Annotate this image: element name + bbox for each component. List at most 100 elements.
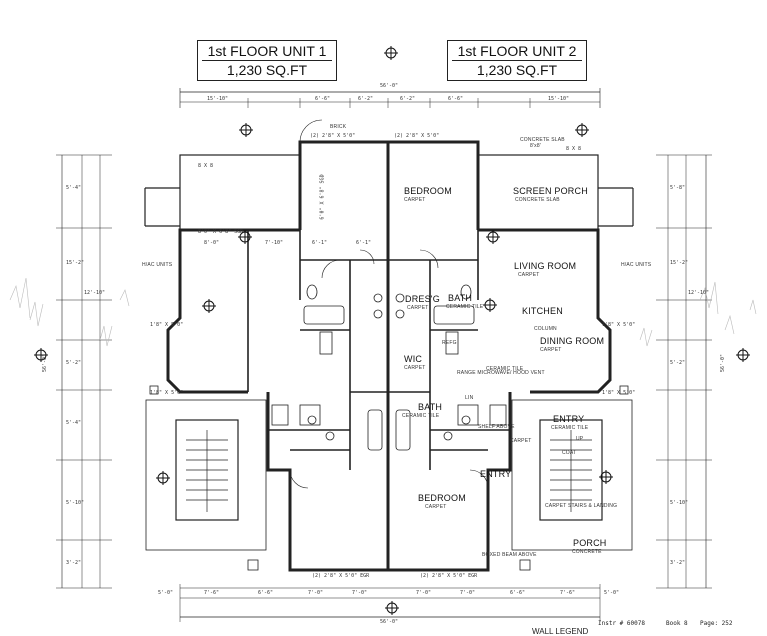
label-hvac-right: H/AC UNITS xyxy=(621,262,652,268)
top-dim-2: 6'-6" xyxy=(315,96,331,102)
top-dim-5: 6'-6" xyxy=(448,96,464,102)
window-tag-l1: 1'8" X 5'0" xyxy=(150,322,184,328)
left-dim-7: 3'-2" xyxy=(66,560,82,566)
bottom-dim-6: 7'-0" xyxy=(416,590,432,596)
room-living-room: LIVING ROOM xyxy=(514,261,577,271)
label-hvac-left: H/AC UNITS xyxy=(142,262,173,268)
room-porch: PORCH xyxy=(573,538,607,548)
left-dim-2: 15'-2" xyxy=(66,260,85,266)
room-screen-porch: SCREEN PORCH xyxy=(513,186,588,196)
mid-dim-2: 7'-10" xyxy=(265,240,284,246)
left-dim-1: 5'-4" xyxy=(66,185,82,191)
room-bath-mid: BATH xyxy=(418,402,443,412)
bottom-dim-3: 6'-6" xyxy=(258,590,274,596)
bottom-dim-1: 5'-0" xyxy=(158,590,174,596)
room-dressing: DRES'G xyxy=(405,294,440,304)
room-dressing-finish: CARPET xyxy=(407,305,429,311)
room-bath-top-finish: CERAMIC TILE xyxy=(446,304,484,310)
bottom-dim-8: 6'-6" xyxy=(510,590,526,596)
door-tag-left: 8'0" X 6'8" SGD xyxy=(198,229,244,235)
slab-tag-right: 8 X 8 xyxy=(566,146,582,152)
unit2-area: 1,230 SQ.FT xyxy=(476,62,558,78)
label-brick: BRICK xyxy=(330,124,347,130)
window-tag-r1: 1'8" X 5'0" xyxy=(602,322,636,328)
label-refg: REFG xyxy=(442,340,457,346)
wall-legend: WALL LEGEND xyxy=(532,627,589,636)
room-column: COLUMN xyxy=(534,326,557,332)
label-carpet-small: CARPET xyxy=(510,438,532,444)
room-bath-top: BATH xyxy=(448,293,473,303)
room-bedroom-top: BEDROOM xyxy=(404,186,452,196)
room-concrete-slab: CONCRETE SLAB xyxy=(520,137,565,143)
label-boxed-beam: BOXED BEAM ABOVE xyxy=(482,552,537,558)
label-carpet-stairs: CARPET STAIRS & LANDING xyxy=(545,503,618,509)
right-dim-6: 3'-2" xyxy=(670,560,686,566)
room-entry-right-finish: CERAMIC TILE xyxy=(551,425,589,431)
bottom-dim-4: 7'-0" xyxy=(308,590,324,596)
overall-dim-top: 56'-0" xyxy=(380,83,399,89)
top-dim-1: 15'-10" xyxy=(207,96,229,102)
label-up: UP xyxy=(576,436,584,442)
window-tag-r2: 1'8" X 5'0" xyxy=(602,390,636,396)
label-range: RANGE MICROWAVE/ HOOD VENT xyxy=(457,370,545,376)
mid-dim-4: 6'-1" xyxy=(356,240,372,246)
footer-instr: Instr # 60078 xyxy=(598,620,645,627)
bottom-dim-7: 7'-0" xyxy=(460,590,476,596)
window-tag-top-right: (2) 2'8" X 5'0" xyxy=(394,133,440,139)
top-dim-4: 6'-2" xyxy=(400,96,416,102)
room-wic: WIC xyxy=(404,354,423,364)
right-dim-1: 5'-8" xyxy=(670,185,686,191)
unit2-title: 1st FLOOR UNIT 2 xyxy=(457,43,577,59)
window-tag-l2: 1'8" X 5'0" xyxy=(150,390,184,396)
unit1-title-box: 1st FLOOR UNIT 1 1,230 SQ.FT xyxy=(197,40,337,81)
room-dining-room: DINING ROOM xyxy=(540,336,605,346)
top-dim-3: 6'-2" xyxy=(358,96,374,102)
bottom-dim-5: 7'-0" xyxy=(352,590,368,596)
room-porch-finish: CONCRETE xyxy=(572,549,602,555)
left-dim-3: 12'-10" xyxy=(84,290,106,296)
window-tag-bottom-left: (2) 2'8" X 5'0" EGR xyxy=(312,573,370,579)
slab-tag-left: 8 X 8 xyxy=(198,163,214,169)
overall-dim-right: 56'-0" xyxy=(720,353,727,373)
label-coat: COAT xyxy=(562,450,577,456)
unit1-area: 1,230 SQ.FT xyxy=(226,62,308,78)
bottom-dim-2: 7'-6" xyxy=(204,590,220,596)
label-ceramic-small: CERAMIC TILE xyxy=(486,366,524,372)
door-tag-mid: 6'0" X 6'8" SGD xyxy=(319,174,326,220)
left-dim-5: 5'-4" xyxy=(66,420,82,426)
room-bedroom-top-finish: CARPET xyxy=(404,197,426,203)
room-wic-finish: CARPET xyxy=(404,365,426,371)
unit2-title-box: 1st FLOOR UNIT 2 1,230 SQ.FT xyxy=(447,40,587,81)
room-entry-mid: ENTRY xyxy=(480,469,512,479)
right-dim-3: 12'-10" xyxy=(688,290,710,296)
bottom-dim-10: 5'-0" xyxy=(604,590,620,596)
window-tag-bottom-right: (2) 2'8" X 5'0" EGR xyxy=(420,573,478,579)
left-dim-4: 5'-2" xyxy=(66,360,82,366)
label-linen: LIN xyxy=(465,395,474,401)
right-dim-4: 5'-2" xyxy=(670,360,686,366)
overall-dim-bottom: 56'-0" xyxy=(380,619,399,625)
room-kitchen: KITCHEN xyxy=(522,306,563,316)
room-bedroom-bottom-finish: CARPET xyxy=(425,504,447,510)
room-bedroom-bottom: BEDROOM xyxy=(418,493,466,503)
room-dining-room-finish: CARPET xyxy=(540,347,562,353)
mid-dim-3: 6'-1" xyxy=(312,240,328,246)
room-bath-mid-finish: CERAMIC TILE xyxy=(402,413,440,419)
overall-dim-left: 56'-0" xyxy=(42,353,49,373)
left-dim-6: 5'-10" xyxy=(66,500,85,506)
room-concrete-slab-size: 8'x8' xyxy=(530,143,541,149)
window-tag-top-left: (2) 2'8" X 5'0" xyxy=(310,133,356,139)
unit1-title: 1st FLOOR UNIT 1 xyxy=(207,43,327,59)
right-dim-5: 5'-10" xyxy=(670,500,689,506)
bottom-dim-9: 7'-6" xyxy=(560,590,576,596)
right-dim-2: 15'-2" xyxy=(670,260,689,266)
room-screen-porch-finish: CONCRETE SLAB xyxy=(515,197,560,203)
footer-page: Page: 252 xyxy=(700,620,733,627)
room-entry-right: ENTRY xyxy=(553,414,585,424)
top-dim-6: 15'-10" xyxy=(548,96,570,102)
footer-book: Book 8 xyxy=(666,620,688,627)
room-living-room-finish: CARPET xyxy=(518,272,540,278)
label-shelf: SHELF ABOVE xyxy=(478,424,515,430)
mid-dim-1: 8'-0" xyxy=(204,240,220,246)
